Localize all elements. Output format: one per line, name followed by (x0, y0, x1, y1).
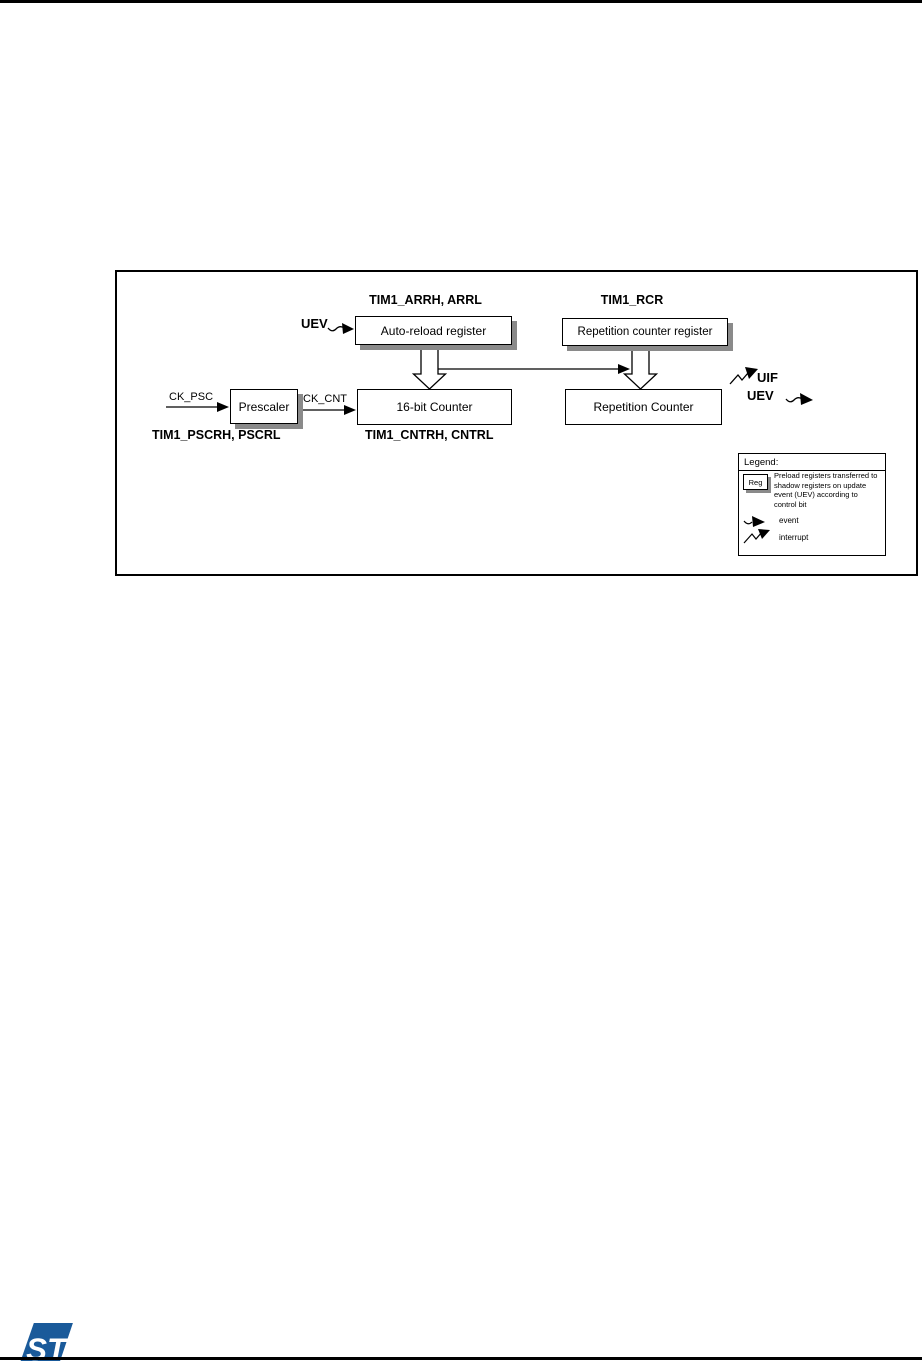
uev-in-arrowhead-icon (342, 323, 354, 334)
label-tim1-arrh-arrl: TIM1_ARRH, ARRL (369, 293, 482, 307)
page-bottom-rule (0, 1357, 922, 1360)
legend-event-label: event (779, 516, 799, 525)
label-uev-output: UEV (747, 388, 774, 403)
hollow-arrow-repetition-icon (622, 346, 659, 390)
st-logo-icon: ST (20, 1323, 73, 1361)
uif-arrowhead-icon (745, 367, 758, 379)
st-logo: ST (17, 1323, 73, 1361)
block-16bit-counter: 16-bit Counter (357, 389, 512, 425)
block-repetition-counter-register: Repetition counter register (562, 318, 728, 346)
legend-reg-sample-box: Reg (743, 474, 768, 490)
uif-interrupt-zigzag (729, 372, 749, 385)
legend-preload-description: Preload registers transferred to shadow … (774, 471, 878, 509)
label-uif-output: UIF (757, 370, 778, 385)
ck-cnt-arrowhead-icon (344, 405, 356, 415)
legend-box: Legend: Reg Preload registers transferre… (738, 453, 886, 556)
interrupt-arrow-icon (743, 529, 770, 544)
label-uev-input: UEV (301, 316, 328, 331)
ck-psc-arrowhead-icon (217, 402, 229, 412)
legend-title: Legend: (739, 454, 885, 471)
uev-in-event-squiggle (327, 326, 345, 332)
block-prescaler: Prescaler (230, 389, 298, 424)
label-tim1-rcr: TIM1_RCR (600, 293, 664, 307)
label-tim1-cntrh-cntrl: TIM1_CNTRH, CNTRL (365, 428, 494, 442)
uev-out-arrowhead-icon (800, 393, 813, 405)
branch-arrowhead-icon (618, 364, 630, 374)
page-top-rule (0, 0, 922, 3)
label-ck-psc: CK_PSC (169, 391, 214, 403)
timer-block-diagram-frame: TIM1_ARRH, ARRL TIM1_RCR UEV Auto-reload… (115, 270, 918, 576)
label-tim1-pscrh-pscrl: TIM1_PSCRH, PSCRL (152, 428, 281, 442)
legend-interrupt-label: interrupt (779, 533, 809, 542)
uev-out-event-squiggle (785, 397, 803, 403)
st-logo-text: ST (26, 1332, 69, 1361)
block-repetition-counter: Repetition Counter (565, 389, 722, 425)
label-ck-cnt: CK_CNT (303, 393, 348, 405)
block-auto-reload-register: Auto-reload register (355, 316, 512, 345)
event-arrow-icon (743, 516, 765, 527)
hollow-arrow-autoreload-icon (411, 345, 448, 390)
